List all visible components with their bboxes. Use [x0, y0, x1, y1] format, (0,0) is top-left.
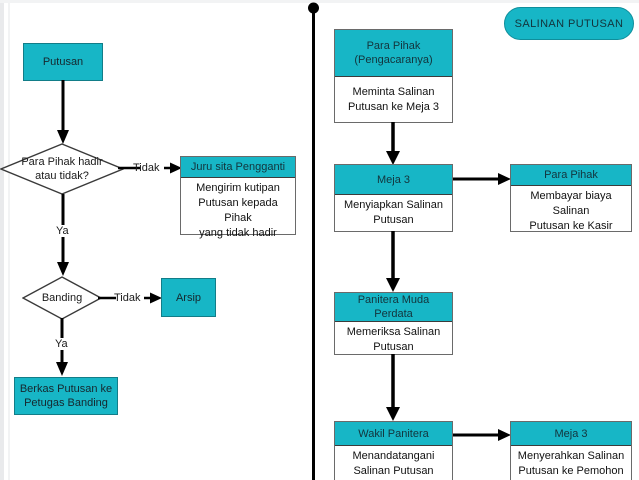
connector-putusan-to-hadir [53, 80, 73, 146]
connector-meja3-to-parapihak-bayar [453, 169, 513, 189]
node-decision-banding[interactable]: Banding [22, 276, 102, 320]
node-para-pihak-membayar-body: Membayar biaya Salinan Putusan ke Kasir [529, 190, 613, 232]
connector-pengacara-to-meja3 [383, 122, 403, 166]
node-juru-sita-pengganti-header: Juru sita Pengganti [181, 157, 295, 178]
node-meja3-menyiapkan-body: Menyiapkan Salinan Putusan [343, 199, 444, 226]
connector-hadir-to-jurusita [118, 158, 184, 178]
column-separator [304, 0, 324, 480]
node-meja3-menyiapkan[interactable]: Meja 3 Menyiapkan Salinan Putusan [334, 164, 453, 232]
title-pill-label: SALINAN PUTUSAN [514, 17, 624, 30]
title-pill-salinan-putusan: SALINAN PUTUSAN [504, 7, 634, 40]
slide-edge-top [0, 0, 639, 3]
edge-label-ya-banding: Ya [53, 338, 70, 350]
node-meja3-menyerahkan[interactable]: Meja 3 Menyerahkan Salinan Putusan ke Pe… [510, 421, 632, 480]
node-decision-kehadiran[interactable]: Para Pihak hadir atau tidak? [0, 143, 124, 195]
connector-meja3-to-panitera-muda [383, 231, 403, 293]
node-meja3-menyerahkan-header: Meja 3 [511, 422, 631, 446]
connector-wakil-to-meja3-serah [453, 425, 513, 445]
node-putusan[interactable]: Putusan [23, 43, 103, 81]
node-panitera-muda-perdata[interactable]: Panitera Muda Perdata Memeriksa Salinan … [334, 292, 453, 355]
node-wakil-panitera-body: Menandatangani Salinan Putusan [352, 450, 435, 477]
node-para-pihak-pengacara-body: Meminta Salinan Putusan ke Meja 3 [347, 85, 440, 113]
slide-edge-left [0, 0, 4, 480]
node-berkas-putusan[interactable]: Berkas Putusan ke Petugas Banding [14, 377, 118, 415]
connector-panitera-to-wakil [383, 354, 403, 422]
node-panitera-muda-perdata-header: Panitera Muda Perdata [335, 293, 452, 322]
node-juru-sita-pengganti-body: Mengirim kutipan Putusan kepada Pihak ya… [196, 182, 280, 239]
node-juru-sita-pengganti[interactable]: Juru sita Pengganti Mengirim kutipan Put… [180, 156, 296, 239]
connector-banding-to-arsip [98, 288, 164, 308]
node-para-pihak-pengacara-header: Para Pihak (Pengacaranya) [335, 30, 452, 77]
node-panitera-muda-perdata-body: Memeriksa Salinan Putusan [346, 326, 441, 353]
node-para-pihak-membayar[interactable]: Para Pihak Membayar biaya Salinan Putusa… [510, 164, 632, 232]
node-para-pihak-membayar-header: Para Pihak [511, 165, 631, 186]
node-para-pihak-pengacara[interactable]: Para Pihak (Pengacaranya) Meminta Salina… [334, 29, 453, 123]
node-putusan-label: Putusan [42, 56, 84, 68]
edge-label-tidak-kehadiran: Tidak [133, 162, 160, 174]
node-meja3-menyiapkan-header: Meja 3 [335, 165, 452, 195]
node-arsip[interactable]: Arsip [161, 278, 216, 317]
node-wakil-panitera-header: Wakil Panitera [335, 422, 452, 446]
edge-label-ya-kehadiran: Ya [54, 225, 71, 237]
node-arsip-label: Arsip [175, 291, 202, 304]
edge-label-tidak-banding: Tidak [114, 292, 141, 304]
node-wakil-panitera[interactable]: Wakil Panitera Menandatangani Salinan Pu… [334, 421, 453, 480]
slide-edge-left-inner [8, 0, 10, 480]
node-meja3-menyerahkan-body: Menyerahkan Salinan Putusan ke Pemohon [517, 450, 625, 477]
node-berkas-putusan-label: Berkas Putusan ke Petugas Banding [19, 383, 113, 409]
